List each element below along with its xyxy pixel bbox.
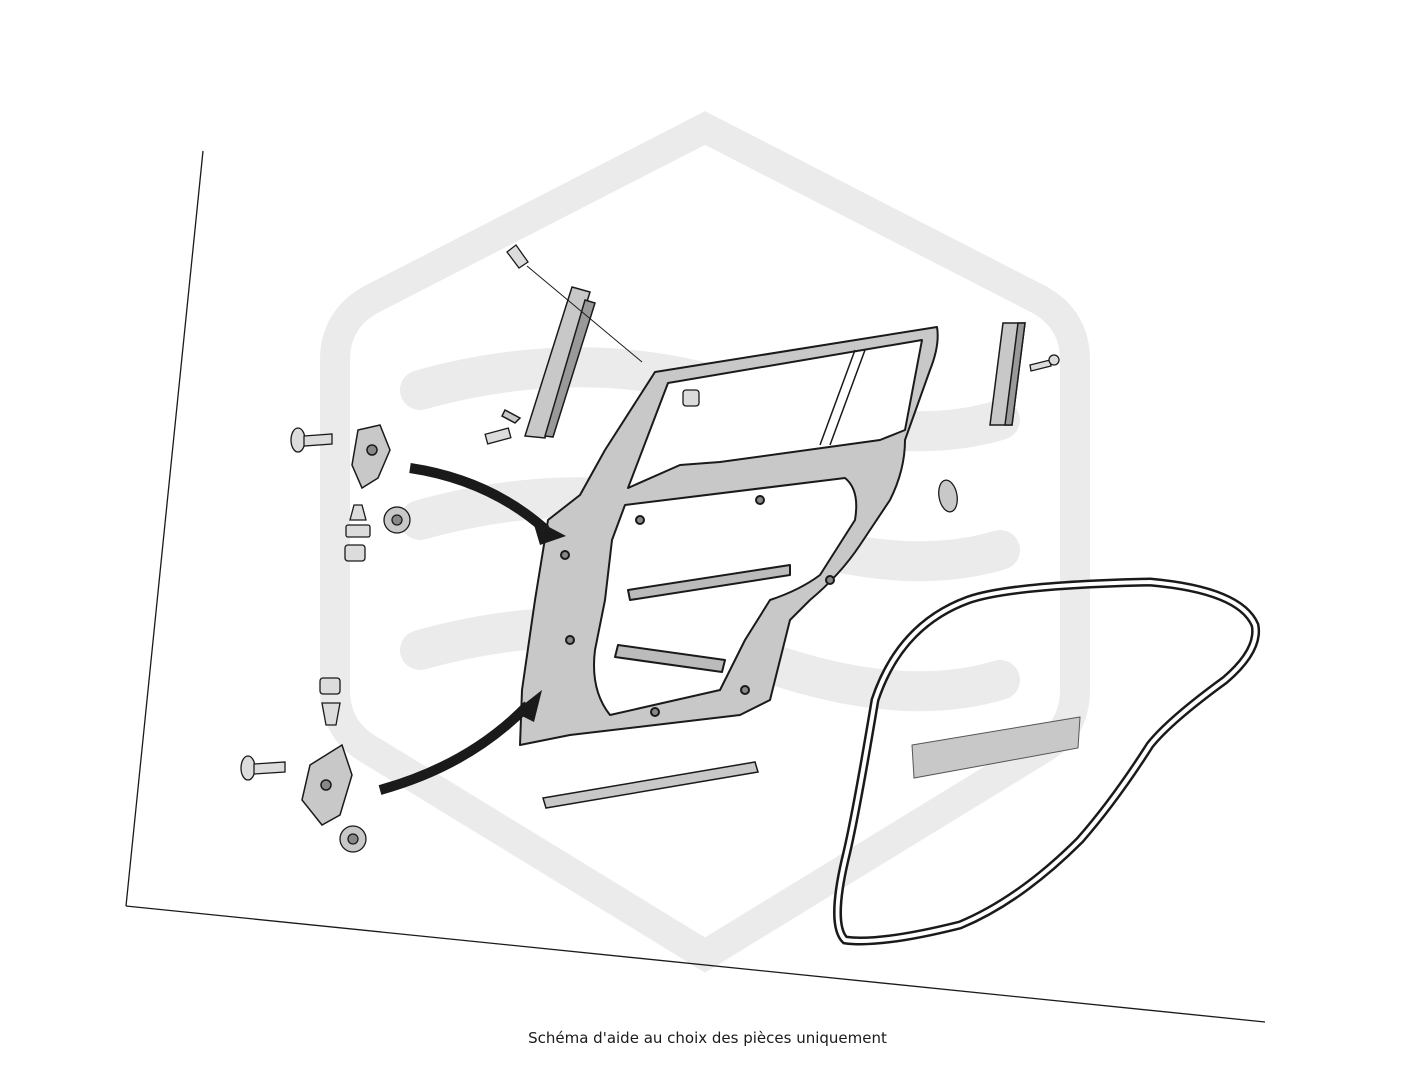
upper-hinge-part[interactable] xyxy=(351,424,391,490)
lower-trim-part[interactable] xyxy=(542,761,759,809)
window-trim-rear-part[interactable] xyxy=(989,322,1026,426)
hinge-nut-icon[interactable] xyxy=(339,825,367,853)
frame-lines xyxy=(125,150,1266,1023)
door-shell-part[interactable] xyxy=(519,326,939,746)
lower-hinge-part[interactable] xyxy=(301,743,353,826)
arrow-lower-icon xyxy=(378,690,542,795)
hinge-bolt-icon[interactable] xyxy=(240,755,286,781)
clip-icon[interactable] xyxy=(682,389,700,407)
door-seal-part[interactable] xyxy=(833,577,1261,946)
arrow-upper-icon xyxy=(409,463,566,545)
hinge-pin-icon[interactable] xyxy=(319,677,341,726)
screw-icon[interactable] xyxy=(1029,354,1060,372)
diagram-caption: Schéma d'aide au choix des pièces unique… xyxy=(528,1029,887,1047)
window-trim-front-part[interactable] xyxy=(501,286,596,439)
plug-icon[interactable] xyxy=(936,479,959,514)
hinge-bolt-icon[interactable] xyxy=(290,427,333,453)
decal-strip-part[interactable] xyxy=(911,716,1081,779)
hinge-pin-icon[interactable] xyxy=(344,504,371,562)
trim-clip-icon[interactable] xyxy=(484,427,512,445)
hinge-nut-icon[interactable] xyxy=(383,506,411,534)
pin-icon[interactable] xyxy=(506,244,643,363)
